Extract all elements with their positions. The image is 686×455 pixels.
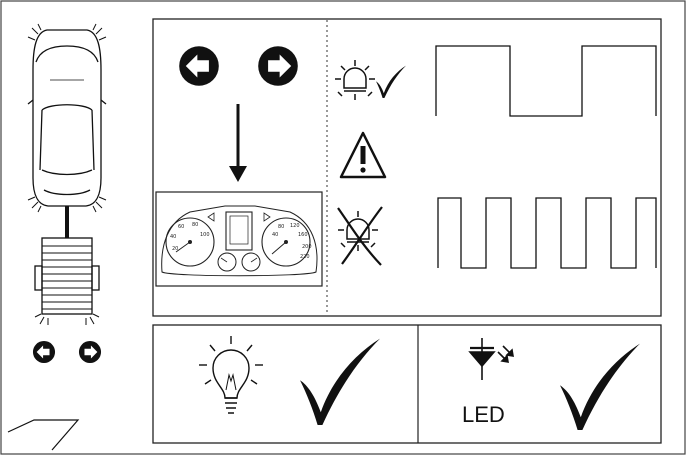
svg-text:120: 120 [290, 223, 300, 229]
bulb-ok-icon [335, 60, 375, 100]
svg-text:100: 100 [200, 232, 210, 238]
down-arrow-icon [229, 104, 247, 182]
svg-text:40: 40 [170, 234, 176, 240]
svg-text:80: 80 [192, 222, 198, 228]
car-top-view-icon [28, 24, 106, 212]
slow-square-wave [436, 46, 656, 116]
fast-square-wave [438, 198, 656, 268]
led-diode-icon [470, 338, 513, 380]
led-label: LED [462, 402, 505, 427]
right-arrow-circle-icon [79, 341, 101, 363]
bulb-failed-icon [338, 207, 382, 265]
svg-text:20: 20 [172, 246, 178, 252]
svg-text:220: 220 [300, 254, 310, 260]
check-mark-icon [300, 339, 380, 425]
warning-triangle-icon [341, 133, 385, 177]
svg-text:60: 60 [178, 224, 184, 230]
incandescent-bulb-icon [199, 336, 263, 413]
svg-text:200: 200 [302, 244, 312, 250]
corner-fold-icon [8, 420, 78, 450]
left-arrow-circle-icon [179, 46, 219, 86]
trailer-top-view-icon [35, 238, 99, 325]
check-mark-icon [376, 66, 406, 98]
svg-text:160: 160 [298, 232, 308, 238]
left-arrow-circle-icon [33, 341, 55, 363]
svg-text:80: 80 [278, 224, 284, 230]
right-arrow-circle-icon [258, 46, 298, 86]
svg-text:40: 40 [272, 232, 278, 238]
check-mark-icon [560, 344, 640, 430]
